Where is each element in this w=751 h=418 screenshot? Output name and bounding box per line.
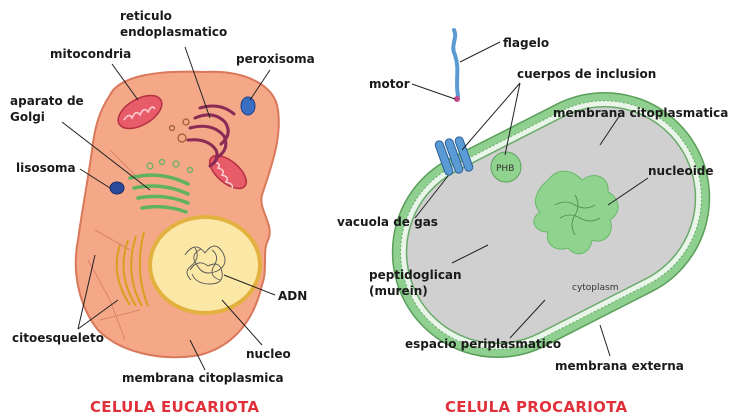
label-lisosoma: lisosoma: [16, 161, 76, 175]
label-phb: PHB: [496, 164, 514, 174]
label-mitocondria: mitocondria: [50, 47, 131, 61]
label-peptidoglican: peptidoglican: [369, 268, 462, 282]
label-vacuola-de-gas: vacuola de gas: [337, 215, 438, 229]
label-motor: motor: [369, 77, 410, 91]
label-reticulo-2: endoplasmatico: [120, 25, 227, 39]
label-cuerpos-de-inclusion: cuerpos de inclusion: [517, 67, 656, 81]
flagellum: [453, 30, 458, 96]
nucleus: [150, 217, 260, 313]
label-membrana-externa: membrana externa: [555, 359, 684, 373]
label-peroxisoma: peroxisoma: [236, 52, 315, 66]
label-citoesqueleto: citoesqueleto: [12, 331, 104, 345]
label-cytoplasm: cytoplasm: [572, 283, 619, 293]
label-murein: (murein): [369, 284, 428, 298]
label-membrana-citoplasmatica: membrana citoplasmatica: [553, 106, 728, 120]
label-flagelo: flagelo: [503, 36, 549, 50]
title-eukaryote: CELULA EUCARIOTA: [90, 398, 259, 416]
title-prokaryote: CELULA PROCARIOTA: [445, 398, 628, 416]
label-golgi-2: Golgi: [10, 110, 45, 124]
label-reticulo-1: reticulo: [120, 9, 172, 23]
label-nucleo: nucleo: [246, 347, 291, 361]
label-nucleoide: nucleoide: [648, 164, 714, 178]
peroxisome: [241, 97, 255, 115]
eukaryotic-cell: [76, 72, 279, 358]
label-espacio-periplasmatico: espacio periplasmatico: [405, 337, 561, 351]
label-golgi-1: aparato de: [10, 94, 84, 108]
label-membrana-citoplasmica: membrana citoplasmica: [122, 371, 284, 385]
label-adn: ADN: [278, 289, 307, 303]
lysosome: [110, 182, 124, 194]
